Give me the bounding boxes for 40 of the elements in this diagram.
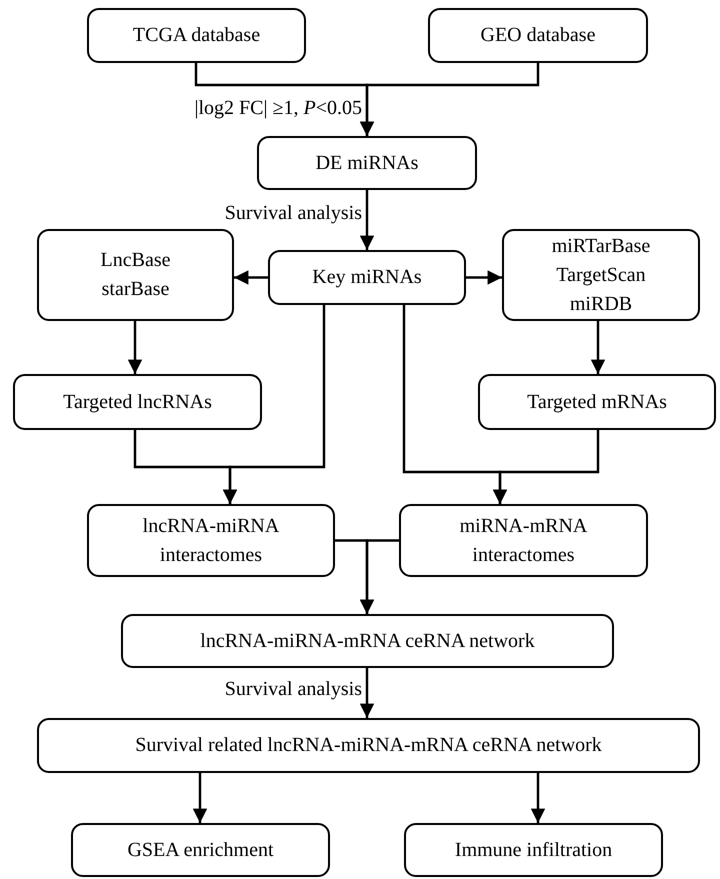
box-text: miRTarBase TargetScan miRDB xyxy=(550,234,652,316)
box-text: Key miRNAs xyxy=(312,265,422,290)
box-text: lncRNA-miRNA-mRNA ceRNA network xyxy=(200,628,535,654)
arrow xyxy=(222,305,326,504)
process-box xyxy=(121,614,614,668)
arrow xyxy=(360,190,374,250)
arrow xyxy=(360,668,374,718)
process-box xyxy=(399,504,648,577)
arrow xyxy=(590,321,606,374)
box-text: Survival related lncRNA-miRNA-mRNA ceRNA network xyxy=(135,733,602,758)
box-text: Targeted lncRNAs xyxy=(63,390,212,414)
process-box xyxy=(87,504,335,577)
process-box xyxy=(37,718,700,773)
arrow xyxy=(192,773,208,823)
arrow xyxy=(360,539,399,614)
process-box xyxy=(37,229,234,321)
arrow xyxy=(360,63,540,136)
process-box xyxy=(428,8,648,63)
box-text: TCGA database xyxy=(132,23,260,48)
box-text: miRNA-mRNA interactomes xyxy=(458,514,588,568)
arrow xyxy=(466,270,502,285)
box-text: lncRNA-miRNA interactomes xyxy=(142,514,280,568)
box-text: GEO database xyxy=(480,23,596,48)
process-box xyxy=(13,374,262,430)
process-box xyxy=(502,229,700,321)
box-text: Immune infiltration xyxy=(454,838,612,862)
arrow xyxy=(234,270,268,285)
box-text: LncBase starBase xyxy=(100,248,170,302)
process-box xyxy=(404,823,663,877)
arrow xyxy=(128,321,142,374)
process-box xyxy=(87,8,306,63)
box-text: Targeted mRNAs xyxy=(527,390,667,414)
box-text: DE miRNAs xyxy=(316,150,418,176)
arrow xyxy=(530,773,546,823)
arrow xyxy=(492,430,600,504)
process-box xyxy=(268,250,466,305)
box-text: GSEA enrichment xyxy=(127,838,274,862)
process-box xyxy=(257,136,477,190)
process-box xyxy=(478,374,716,430)
process-box xyxy=(71,823,330,877)
